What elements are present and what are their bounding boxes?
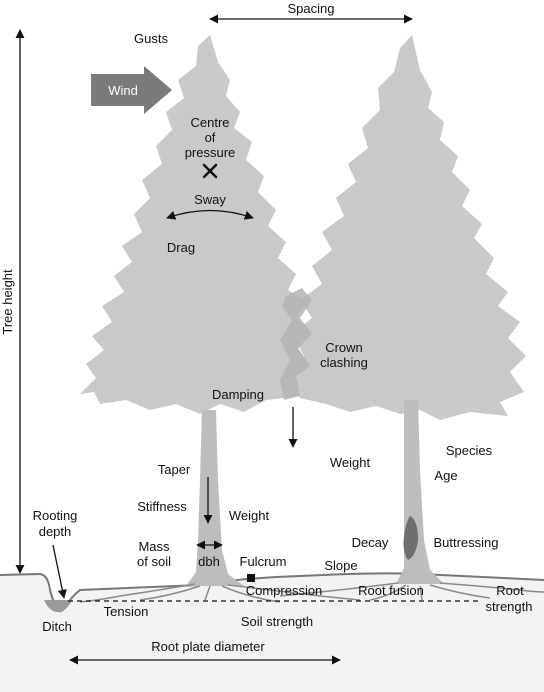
rooting-depth-arrow — [52, 544, 67, 599]
wind-arrow — [91, 66, 172, 114]
dbh-label: dbh — [198, 554, 220, 569]
mass-of-soil-label-1: Mass — [138, 539, 170, 554]
right-tree — [290, 35, 526, 584]
centre-of-pressure-label-3: pressure — [185, 145, 236, 160]
root-fusion-label: Root fusion — [358, 583, 424, 598]
crown-clashing-label-1: Crown — [325, 340, 363, 355]
tree-height-label: Tree height — [0, 269, 15, 335]
crown-overlap — [280, 288, 312, 400]
fulcrum-label: Fulcrum — [240, 554, 287, 569]
spacing-label: Spacing — [288, 1, 335, 16]
roots — [79, 582, 544, 603]
root-strength-label-2: strength — [486, 599, 533, 614]
right-tree-crown — [290, 35, 526, 420]
age-label: Age — [434, 468, 457, 483]
gusts-label: Gusts — [134, 31, 168, 46]
left-tree-crown — [80, 35, 312, 414]
sway-arrow — [166, 209, 254, 220]
decay-patch — [403, 516, 418, 560]
decay-label: Decay — [352, 535, 389, 550]
taper-label: Taper — [158, 462, 191, 477]
ditch-label: Ditch — [42, 619, 72, 634]
slope-label: Slope — [324, 558, 357, 573]
root-strength-label-1: Root — [496, 583, 524, 598]
centre-of-pressure-label-2: of — [205, 130, 216, 145]
root-plate-diameter-label: Root plate diameter — [151, 639, 265, 654]
weight-trunk-label: Weight — [229, 508, 270, 523]
drag-label: Drag — [167, 240, 195, 255]
centre-of-pressure-label-1: Centre — [190, 115, 229, 130]
crown-clashing-label-2: clashing — [320, 355, 368, 370]
sway-label: Sway — [194, 192, 226, 207]
ditch — [44, 600, 72, 613]
buttressing-label: Buttressing — [433, 535, 498, 550]
stiffness-label: Stiffness — [137, 499, 187, 514]
weight-mid-label: Weight — [330, 455, 371, 470]
soil-strength-label: Soil strength — [241, 614, 313, 629]
fulcrum-marker — [247, 574, 255, 582]
compression-label: Compression — [246, 583, 323, 598]
damping-label: Damping — [212, 387, 264, 402]
species-label: Species — [446, 443, 493, 458]
centre-of-pressure-cross — [202, 163, 218, 179]
mass-of-soil-label-2: of soil — [137, 554, 171, 569]
wind-label: Wind — [108, 83, 138, 98]
tension-label: Tension — [104, 604, 149, 619]
right-tree-trunk — [396, 400, 444, 584]
rooting-depth-label-2: depth — [39, 524, 72, 539]
rooting-depth-label-1: Rooting — [33, 508, 78, 523]
ground-surface-line — [0, 572, 544, 609]
